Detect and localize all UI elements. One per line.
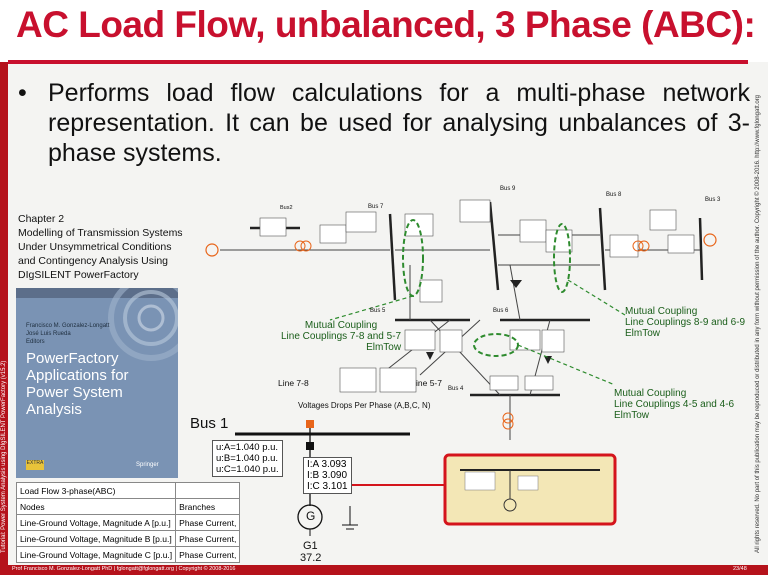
chapter-line: Modelling of Transmission Systems	[18, 227, 183, 239]
voltage-a: u:A=1.040 p.u.	[216, 442, 279, 453]
footer-page: 23/48	[733, 566, 747, 572]
column-header-nodes: Nodes	[15, 498, 177, 515]
copyright-text: All rights reserved. No part of this pub…	[755, 95, 761, 553]
voltage-b: u:B=1.040 p.u.	[216, 453, 279, 464]
label-line78: Line 7-8	[278, 378, 309, 388]
book-publisher: Springer	[136, 462, 159, 468]
label-bus2: Bus2	[280, 205, 293, 211]
bullet-text: Performs load flow calculations for a mu…	[48, 79, 750, 167]
table-title: Load Flow 3-phase(ABC)	[15, 482, 177, 499]
chapter-line: Under Unsymmetrical Conditions	[18, 241, 172, 253]
bus9-bar	[488, 201, 500, 291]
book-badge: EXTRA	[26, 460, 44, 470]
footer-bar: Prof Francisco M. Gonzalez-Longatt PhD |…	[0, 565, 768, 575]
table-title-blank	[175, 482, 241, 499]
column-header-branches: Branches	[175, 498, 241, 515]
bullet-dot: •	[18, 79, 27, 107]
book-authors: Francisco M. Gonzalez-Longatt José Luis …	[26, 322, 109, 346]
left-strip	[0, 62, 8, 575]
g1-symbol: G	[306, 509, 316, 523]
load-symbols	[426, 280, 552, 364]
footer-author: Prof Francisco M. Gonzalez-Longatt PhD |…	[12, 566, 236, 572]
bus7-bar	[388, 213, 397, 301]
title-rule	[8, 60, 748, 64]
table-cell: Phase Current,	[175, 514, 241, 531]
book-top-band	[16, 288, 178, 298]
bus1-orange-breaker	[306, 420, 314, 428]
current-a: I:A 3.093	[307, 459, 347, 470]
table-cell: Line-Ground Voltage, Magnitude B [p.u.]	[15, 530, 177, 547]
book-title-line: PowerFactory	[26, 350, 119, 367]
voltage-drops-label: Voltages Drops Per Phase (A,B,C, N)	[298, 401, 431, 410]
slide-title: AC Load Flow, unbalanced, 3 Phase (ABC):	[16, 4, 756, 45]
table-cell: Phase Current,	[175, 530, 241, 547]
label-bus8: Bus 8	[606, 192, 622, 198]
coupling-label-line: Mutual Coupling	[304, 320, 378, 331]
label-bus7: Bus 7	[368, 204, 384, 210]
label-bus5: Bus 5	[370, 308, 386, 314]
book-title-line: Analysis	[26, 401, 82, 418]
load-flow-table: Load Flow 3-phase(ABC) Nodes Branches Li…	[15, 482, 241, 563]
coupling-label-3: Mutual Coupling Line Couplings 4-5 and 4…	[614, 388, 734, 421]
chapter-line: DIgSILENT PowerFactory	[18, 269, 139, 281]
coupling-label-line: Mutual Coupling	[625, 306, 698, 317]
label-line57: ine 5-7	[416, 378, 442, 388]
side-text: Tutorial: Power System Analysis using DI…	[1, 360, 7, 553]
label-bus4: Bus 4	[448, 386, 464, 392]
bus8-bar	[598, 207, 607, 291]
coupling-label-line: ElmTow	[614, 410, 650, 421]
voltage-box: u:A=1.040 p.u. u:B=1.040 p.u. u:C=1.040 …	[212, 440, 283, 477]
chapter-line: Chapter 2	[18, 213, 65, 225]
network-diagram	[205, 199, 717, 536]
coupling-label-line: ElmTow	[625, 328, 661, 339]
result-boxes	[259, 199, 695, 393]
table-row: Line-Ground Voltage, Magnitude C [p.u.] …	[15, 546, 241, 563]
table-cell: Line-Ground Voltage, Magnitude A [p.u.]	[15, 514, 177, 531]
book-swirl-graphic	[108, 288, 178, 361]
chapter-line: and Contingency Analysis Using	[18, 255, 169, 267]
table-row: Line-Ground Voltage, Magnitude A [p.u.] …	[15, 514, 241, 531]
book-cover: Francisco M. Gonzalez-Longatt José Luis …	[16, 288, 178, 478]
bus1-black-breaker	[306, 442, 314, 450]
g1-value: 37.2	[300, 552, 322, 564]
coupling-arrows	[329, 279, 626, 386]
title-bar	[0, 0, 768, 62]
coupling-label-line: ElmTow	[366, 342, 402, 353]
bus1-label: Bus 1	[190, 415, 229, 432]
table-cell: Phase Current,	[175, 546, 241, 563]
book-title-line: Power System	[26, 384, 123, 401]
book-title: PowerFactory Applications for Power Syst…	[26, 350, 129, 418]
label-bus3: Bus 3	[705, 197, 721, 203]
current-c: I:C 3.101	[307, 481, 348, 492]
transformer-symbols	[294, 240, 650, 430]
voltage-c: u:C=1.040 p.u.	[216, 464, 279, 475]
bus-bars	[250, 201, 704, 397]
book-author: José Luis Rueda	[26, 331, 71, 337]
chapter-citation: Chapter 2 Modelling of Transmission Syst…	[18, 212, 183, 282]
coupling-label-line: Line Couplings 4-5 and 4-6	[614, 399, 735, 410]
book-author: Editors	[26, 339, 45, 345]
bus3-bar	[698, 217, 704, 281]
book-title-line: Applications for	[26, 367, 129, 384]
coupling-label-2: Mutual Coupling Line Couplings 8-9 and 6…	[625, 306, 745, 339]
g1-name: G1	[303, 540, 318, 552]
label-bus9: Bus 9	[500, 186, 516, 192]
current-b: I:B 3.090	[307, 470, 348, 481]
coupling-label-line: Line Couplings 8-9 and 6-9	[625, 317, 746, 328]
book-author: Francisco M. Gonzalez-Longatt	[26, 323, 110, 329]
current-box: I:A 3.093 I:B 3.090 I:C 3.101	[303, 457, 352, 494]
label-bus6: Bus 6	[493, 308, 509, 314]
table-row: Line-Ground Voltage, Magnitude B [p.u.] …	[15, 530, 241, 547]
coupling-ellipses	[402, 219, 571, 357]
coupling-label-line: Line Couplings 7-8 and 5-7	[281, 331, 402, 342]
coupling-label-line: Mutual Coupling	[614, 388, 687, 399]
coupling-label-1: Mutual Coupling Line Couplings 7-8 and 5…	[281, 320, 401, 353]
generator-symbols	[205, 233, 717, 257]
table-cell: Line-Ground Voltage, Magnitude C [p.u.]	[15, 546, 177, 563]
